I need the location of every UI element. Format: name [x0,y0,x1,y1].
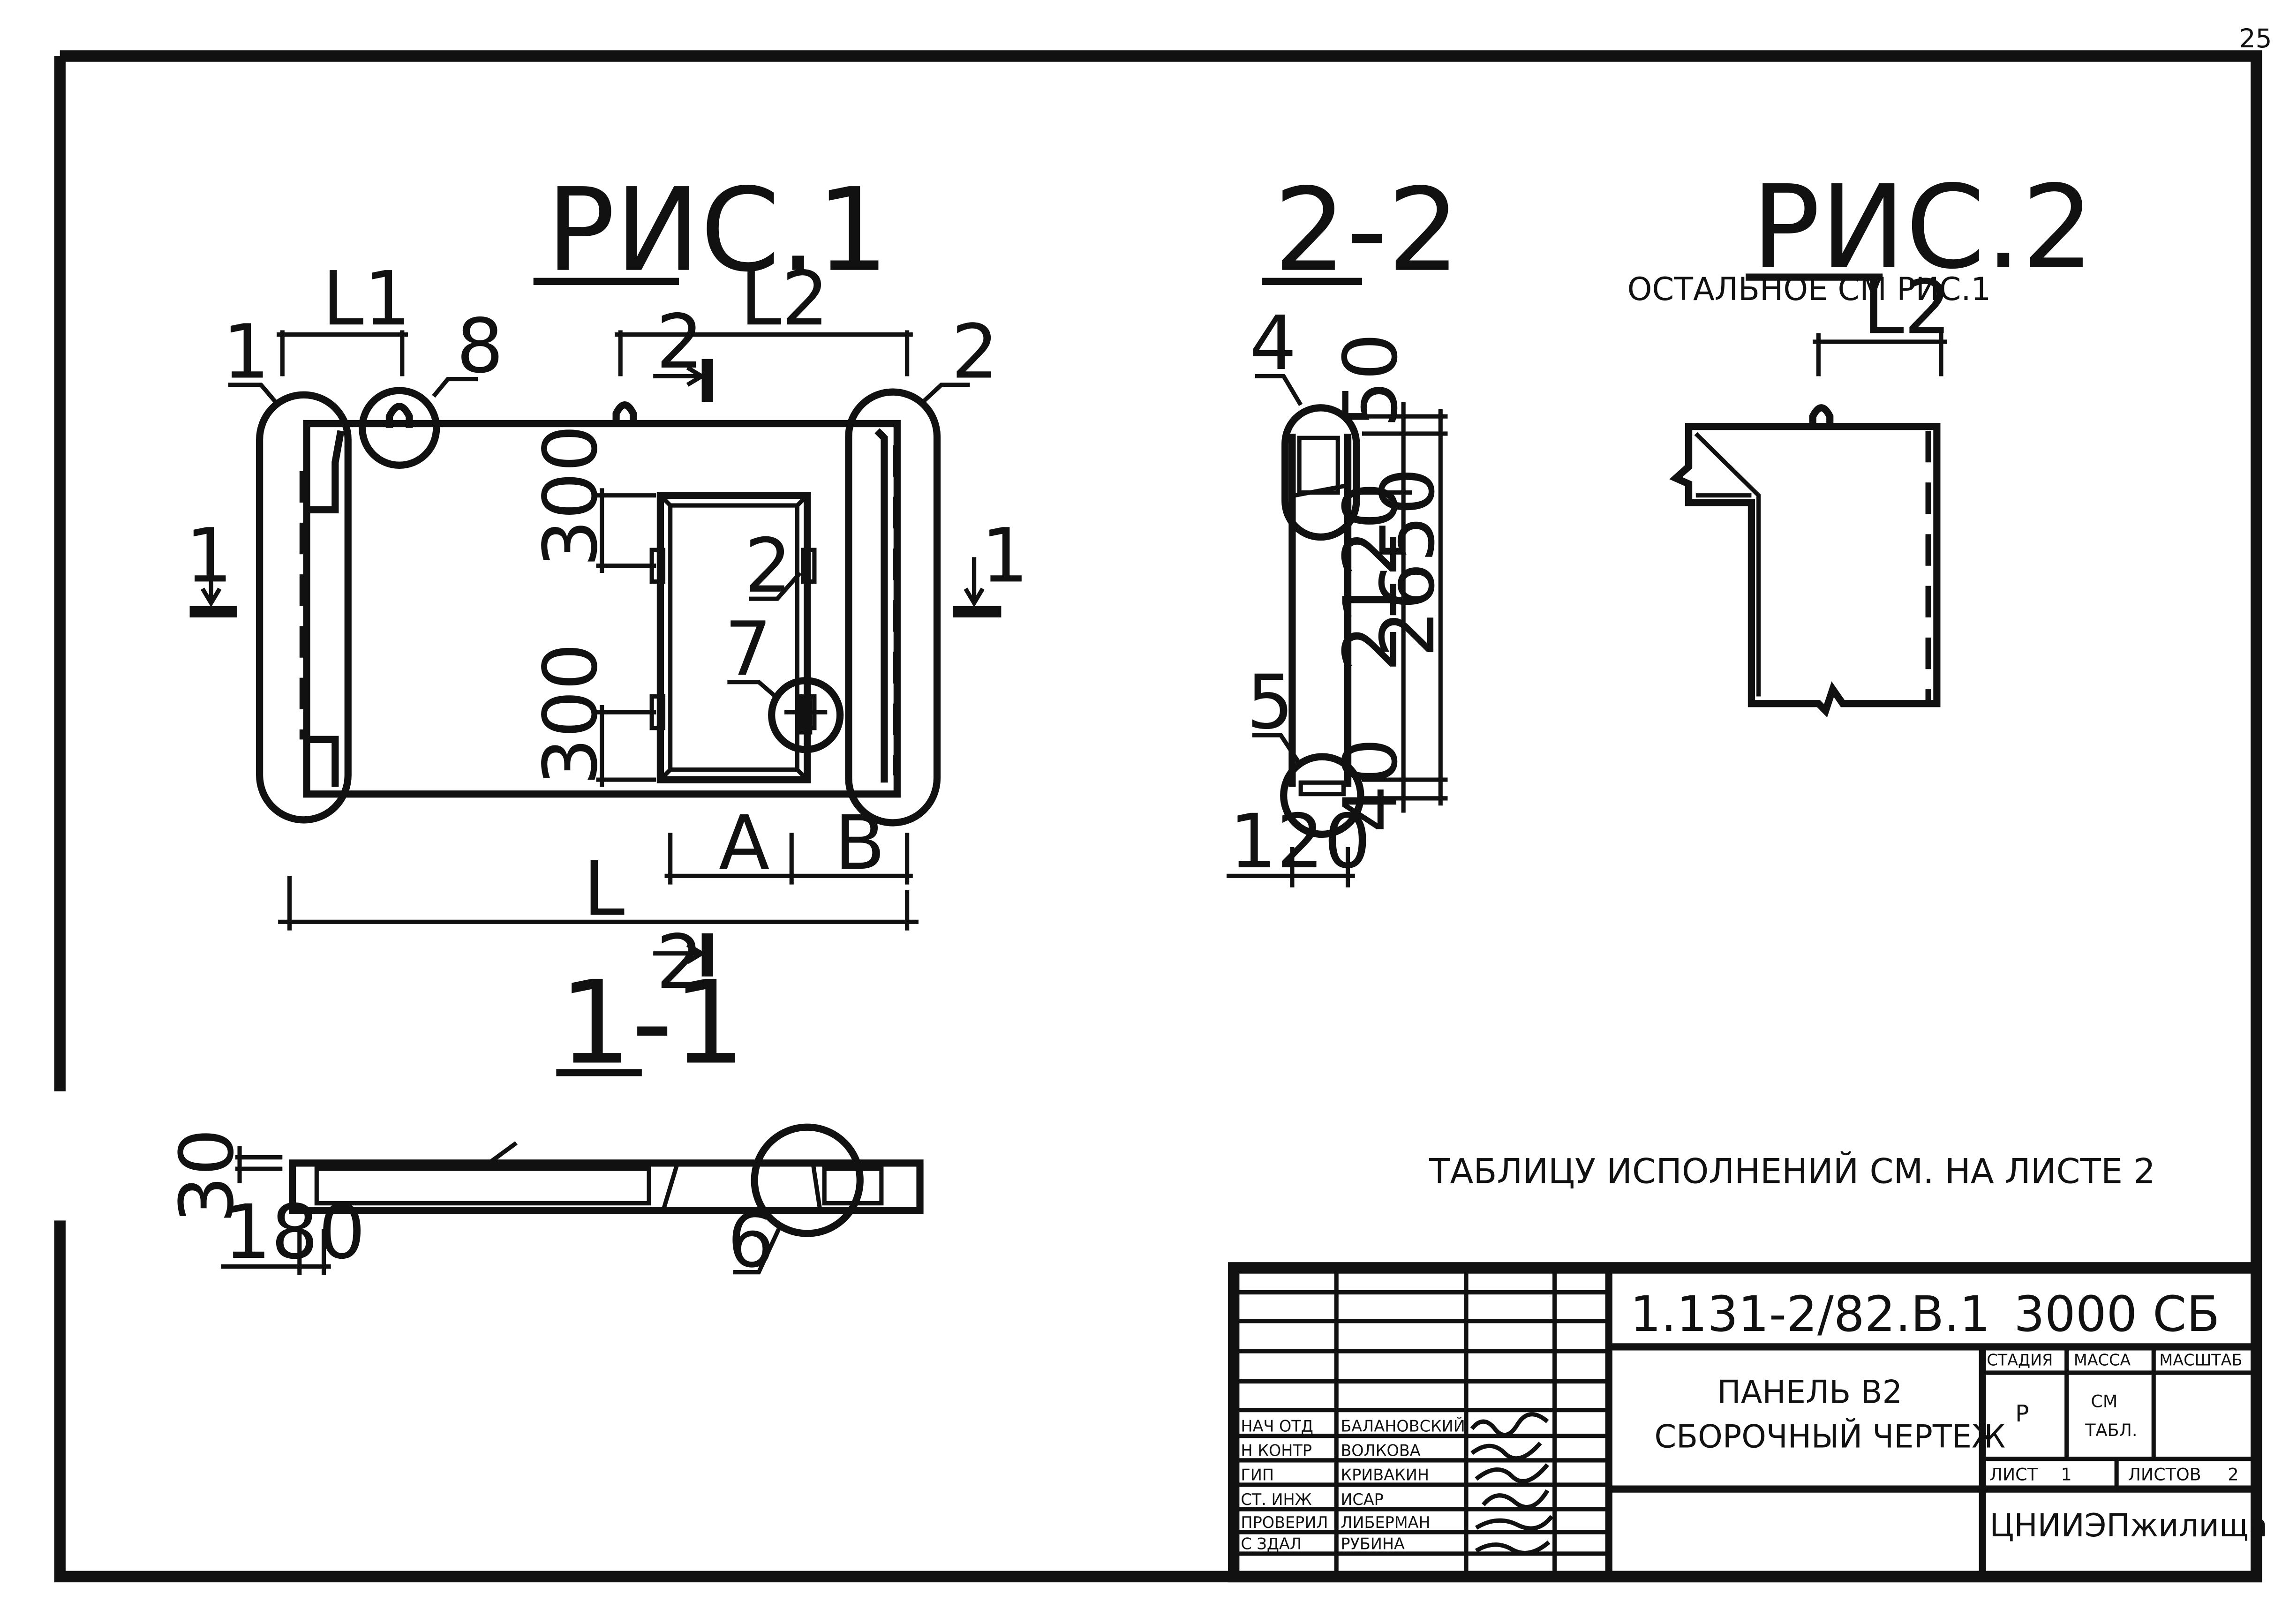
callout-6: 6 [727,1198,775,1285]
signature-scribble-6 [1475,1540,1551,1556]
figure-2-title: РИС.2 [1751,160,2094,294]
title-block: НАЧ ОТД БАЛАНОВСКИЙ Н КОНТР ВОЛКОВА ГИП … [1228,1262,2268,1583]
dim-30: 30 [164,1128,250,1224]
callout-4: 4 [1250,301,1297,387]
dim-a: A [719,800,769,887]
callout-2-inner: 2 [745,523,792,609]
sig-role-3: ГИП [1241,1466,1274,1484]
sheets-label: ЛИСТОВ [2128,1465,2201,1485]
mass-value-2: ТАБЛ. [2085,1420,2137,1440]
panel-name: ПАНЕЛЬ В2 [1717,1374,1902,1410]
dim-b: B [834,800,885,887]
callout-2-right: 2 [951,309,999,396]
drawing-type: СБОРОЧНЫЙ ЧЕРТЕЖ [1655,1418,2006,1455]
dim-2120: 2120 [1328,482,1414,672]
section-top-circle [1281,404,1360,541]
door-opening [656,492,811,783]
organization: ЦНИИЭПжилища [1989,1507,2267,1544]
dim-120: 120 [1229,798,1371,885]
sig-role-6: С ЗДАЛ [1241,1535,1302,1553]
stage-value: Р [2015,1400,2029,1427]
fig2-dim-l2: L2 [1863,264,1951,351]
node-6-circle [751,1123,864,1237]
sheet-label: ЛИСТ [1989,1465,2038,1485]
mass-header: МАССА [2074,1351,2131,1369]
section-2-2: 2-2 4 5 50 2120 2650 40 120 [1227,163,1460,887]
callout-8: 8 [456,303,504,390]
signature-scribble-4 [1482,1489,1550,1510]
doc-mark: 3000 СБ [2014,1286,2220,1343]
mass-value-1: СМ [2091,1391,2117,1411]
signature-scribble-2 [1470,1442,1542,1461]
section-mark-1-right: 1 [981,513,1029,600]
node-2-outline [845,388,941,827]
figure-2: РИС.2 ОСТАЛЬНОЕ СМ РИС.1 L2 [1627,160,2094,718]
section-1-1: 1-1 6 30 180 [164,956,924,1285]
callout-1: 1 [223,309,270,396]
sig-role-5: ПРОВЕРИЛ [1241,1513,1328,1532]
doc-code: 1.131-2/82.В.1 [1630,1286,1990,1343]
dim-50: 50 [1328,333,1414,428]
dim-l1: L1 [322,256,411,343]
dim-40: 40 [1328,738,1414,833]
node-7-circle [768,677,844,753]
sig-name-3: КРИВАКИН [1341,1466,1429,1484]
figure-2-note: ОСТАЛЬНОЕ СМ РИС.1 [1627,271,1991,308]
dim-l: L [583,846,625,932]
callout-7: 7 [724,606,772,693]
fig2-panel-outline [1669,422,1941,718]
node-8-circle [359,387,440,469]
figure-1-title: РИС.1 [546,163,889,297]
section-mark-1-left: 1 [185,513,233,600]
dim-300-bottom: 300 [528,643,614,785]
sheet-value: 1 [2061,1465,2072,1485]
signature-scribble-5 [1475,1515,1554,1531]
section-bottom-circle [1280,753,1364,838]
sig-name-5: ЛИБЕРМАН [1341,1513,1430,1532]
table-reference-note: ТАБЛИЦУ ИСПОЛНЕНИЙ СМ. НА ЛИСТЕ 2 [1429,1151,2155,1191]
sig-name-2: ВОЛКОВА [1341,1442,1420,1460]
section-mark-2-bottom: 2 [656,919,703,1006]
sig-name-4: ИСАР [1341,1490,1383,1509]
node-1-outline [256,391,352,824]
sig-name-6: РУБИНА [1341,1535,1405,1553]
sig-role-1: НАЧ ОТД [1241,1417,1313,1435]
section-mark-2-top: 2 [656,299,703,386]
callout-5: 5 [1247,659,1294,746]
section-1-1-outline [288,1159,924,1214]
signature-scribble-3 [1475,1463,1549,1484]
dim-2650: 2650 [1365,467,1451,657]
stage-header: СТАДИЯ [1987,1351,2053,1369]
sheets-value: 2 [2228,1465,2238,1485]
sig-name-1: БАЛАНОВСКИЙ [1341,1416,1465,1435]
page-number: 25 [2239,23,2272,53]
sig-role-4: СТ. ИНЖ [1241,1490,1311,1509]
dim-l2: L2 [740,256,829,343]
sig-role-2: Н КОНТР [1241,1442,1312,1460]
section-1-1-title: 1-1 [559,956,745,1090]
dim-300-top: 300 [528,425,614,567]
lifting-loop [612,401,637,424]
section-2-2-title: 2-2 [1273,163,1460,297]
dim-180: 180 [224,1189,366,1276]
signature-scribble-1 [1470,1412,1549,1437]
scale-header: МАСШТАБ [2159,1351,2242,1369]
figure-1: РИС.1 1 8 2 [185,163,1028,1006]
